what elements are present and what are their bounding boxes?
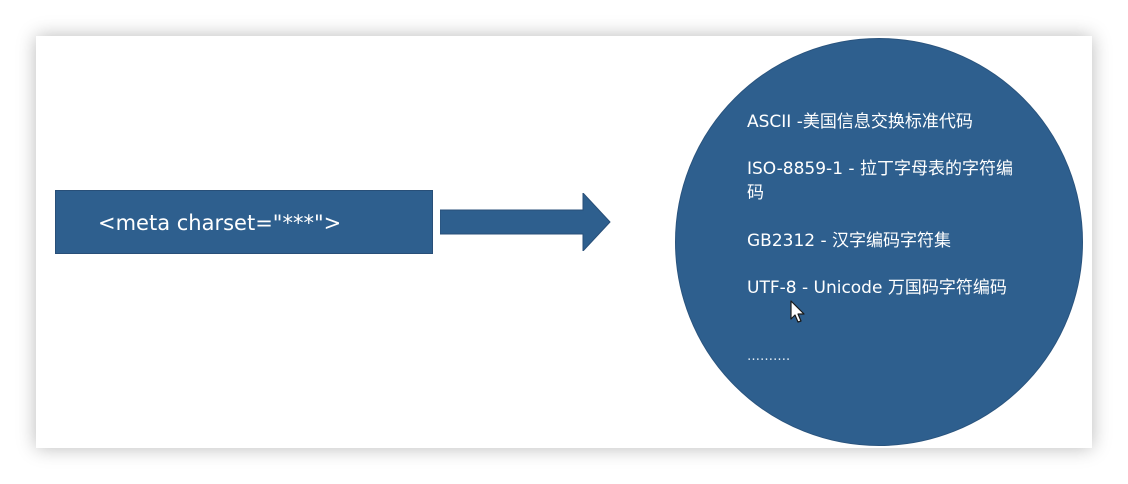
mouse-pointer-icon: [790, 300, 805, 323]
charset-item-utf-8: UTF-8 - Unicode 万国码字符编码: [747, 278, 1007, 298]
charset-item-iso-8859-1: ISO-8859-1 - 拉丁字母表的字符编码: [747, 159, 1013, 203]
charset-circle: [675, 38, 1083, 446]
meta-charset-text: <meta charset="***">: [98, 211, 342, 235]
right-arrow-icon: [440, 193, 611, 251]
charset-item-ascii: ASCII -美国信息交换标准代码: [747, 112, 973, 132]
meta-charset-box: <meta charset="***">: [55, 190, 433, 254]
charset-item-ellipsis: ……….: [747, 349, 791, 364]
charset-item-gb2312: GB2312 - 汉字编码字符集: [747, 231, 952, 251]
